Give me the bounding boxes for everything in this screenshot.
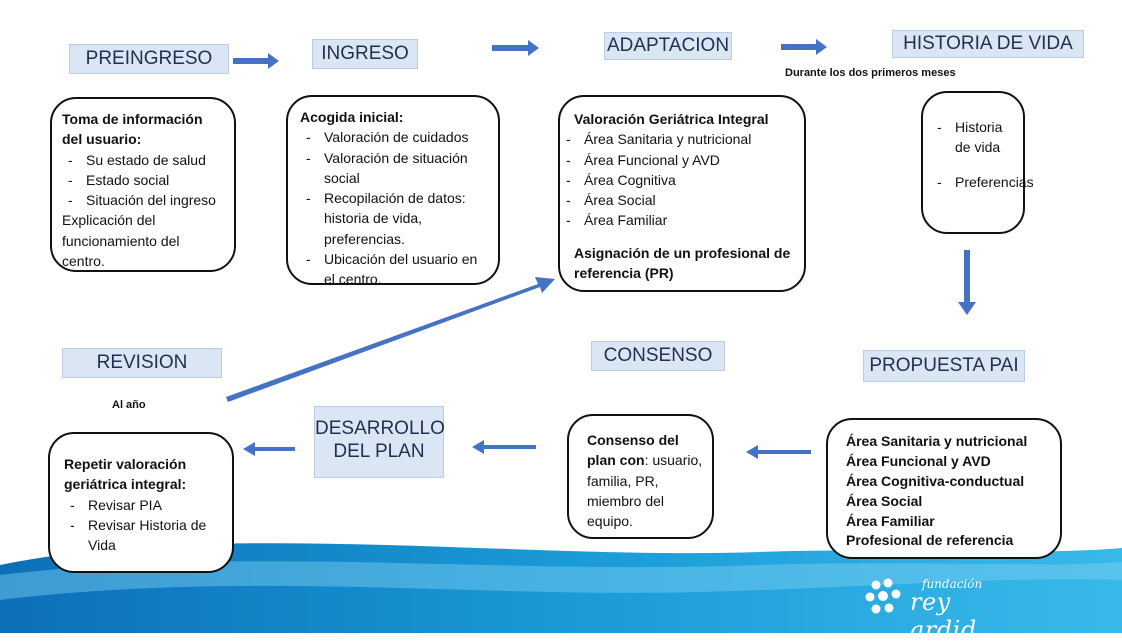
historia-item: Preferencias (931, 172, 1034, 193)
logo-fundacion-rey-ardid: fundación rey ardid (862, 575, 1022, 644)
revision-item: Revisar PIA (64, 495, 224, 516)
stage-revision: REVISION (62, 348, 222, 378)
arrow-ingreso-adaptacion (492, 40, 539, 56)
adaptacion-item: Área Sanitaria y nutricional (560, 129, 794, 150)
box-ingreso: Acogida inicial: Valoración de cuidados … (286, 95, 500, 287)
stage-consenso: CONSENSO (591, 341, 725, 371)
adaptacion-item: Área Cognitiva (560, 170, 794, 191)
arrow-consenso-desarrollo (472, 440, 536, 454)
logo-text-line2: rey ardid (910, 588, 977, 644)
preingreso-footer: Explicación del funcionamiento del centr… (62, 212, 180, 270)
ingreso-item: Recopilación de datos: historia de vida,… (300, 188, 490, 249)
preingreso-item: Estado social (62, 170, 226, 191)
pai-line: Profesional de referencia (846, 532, 1014, 549)
arrow-desarrollo-revision (243, 442, 295, 456)
preingreso-item: Su estado de salud (62, 150, 226, 171)
box-revision: Repetir valoración geriátrica integral: … (48, 432, 234, 573)
stage-desarrollo-line1: DESARROLLO (315, 418, 445, 439)
adaptacion-title: Valoración Geriátrica Integral (574, 111, 769, 127)
arrow-preingreso-ingreso (233, 53, 279, 69)
stage-propuesta-pai: PROPUESTA PAI (863, 350, 1025, 382)
box-consenso: Consenso del plan con: usuario, familia,… (567, 414, 714, 539)
pai-line: Área Funcional y AVD (846, 452, 991, 469)
consenso-rest: : usuario, familia, PR, miembro del equi… (587, 452, 703, 530)
box-propuesta-pai: Área Sanitaria y nutricional Área Funcio… (826, 418, 1062, 559)
historia-item: Historia de vida (931, 117, 1017, 158)
note-al-ano: Al año (112, 399, 146, 411)
stage-ingreso: INGRESO (312, 39, 418, 69)
footer-wave (0, 543, 1122, 633)
stage-desarrollo-plan: DESARROLLO DEL PLAN (314, 406, 445, 478)
adaptacion-item: Área Funcional y AVD (560, 150, 794, 171)
arrow-historia-propuesta (958, 250, 976, 315)
pai-line: Área Cognitiva-conductual (846, 472, 1025, 489)
preingreso-item: Situación del ingreso (62, 190, 226, 211)
adaptacion-item: Área Social (560, 190, 794, 211)
note-durante: Durante los dos primeros meses (785, 67, 956, 79)
adaptacion-item: Área Familiar (560, 210, 794, 231)
pai-line: Área Familiar (846, 512, 935, 529)
stage-desarrollo-line2: DEL PLAN (333, 440, 425, 462)
stage-preingreso: PREINGRESO (69, 44, 229, 74)
box-historia-vida: Historia de vida Preferencias (921, 91, 1034, 234)
revision-title: Repetir valoración geriátrica integral: (64, 456, 187, 493)
arrow-pai-consenso (746, 445, 811, 459)
logo-dots-icon (865, 578, 901, 614)
revision-item: Revisar Historia de Vida (64, 515, 224, 556)
ingreso-item: Valoración de situación social (300, 148, 490, 189)
arrow-adaptacion-historia (781, 39, 827, 55)
box-preingreso: Toma de información del usuario: Su esta… (50, 97, 236, 272)
ingreso-item: Valoración de cuidados (300, 127, 490, 148)
arrow-revision-adaptacion (226, 277, 555, 402)
ingreso-item: Ubicación del usuario en el centro. (300, 249, 490, 290)
stage-adaptacion: ADAPTACION (604, 32, 732, 60)
pai-line: Área Sanitaria y nutricional (846, 433, 1028, 449)
ingreso-title: Acogida inicial: (300, 109, 404, 125)
logo-text-line1: fundación (922, 577, 983, 591)
consenso-bold: Consenso del plan con (587, 432, 679, 469)
adaptacion-footer: Asignación de un profesional de referenc… (574, 244, 791, 282)
box-adaptacion: Valoración Geriátrica Integral Área Sani… (558, 95, 806, 292)
pai-line: Área Social (846, 492, 923, 509)
footer-wave-light (0, 561, 1122, 600)
preingreso-title: Toma de información del usuario: (62, 111, 203, 148)
stage-historia-vida: HISTORIA DE VIDA (892, 30, 1084, 58)
